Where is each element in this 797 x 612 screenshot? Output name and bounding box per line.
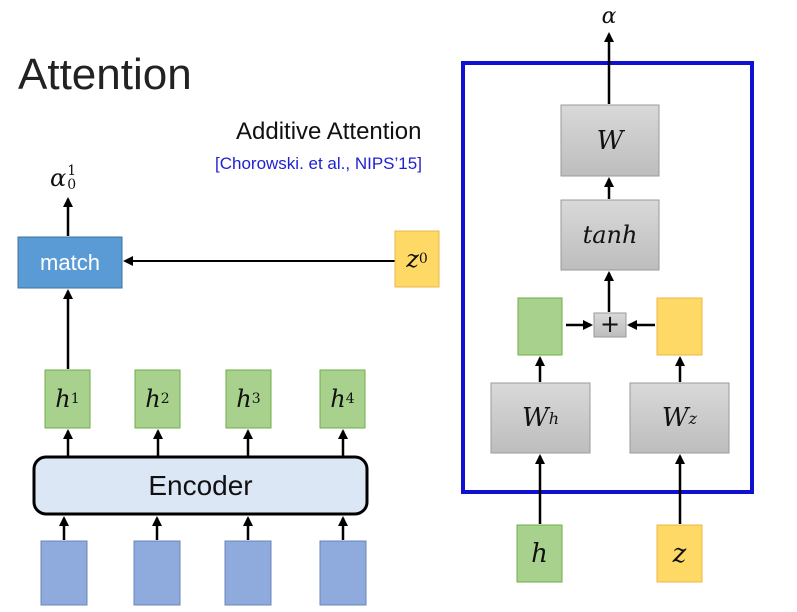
h-input-box	[516, 524, 563, 583]
plus-box	[593, 312, 627, 338]
citation: [Chorowski. et al., NIPS’15]	[215, 154, 422, 173]
w-box	[560, 104, 660, 177]
slide-title: Attention	[18, 50, 192, 99]
wh-box	[490, 382, 591, 454]
match-box	[17, 236, 123, 289]
wz-output-box	[656, 297, 703, 356]
hidden-state-box-4	[319, 369, 366, 429]
z-input-box	[656, 524, 703, 583]
hidden-state-box-1	[44, 369, 91, 429]
query-z0-box	[394, 230, 440, 288]
wz-box	[629, 382, 730, 454]
input-box-3	[224, 540, 272, 606]
hidden-state-box-2	[134, 369, 181, 429]
input-box-2	[133, 540, 181, 606]
wh-output-box	[517, 297, 563, 356]
input-box-1	[40, 540, 88, 606]
diagram-subtitle: Additive Attention	[236, 118, 422, 145]
hidden-state-box-3	[225, 369, 272, 429]
tanh-box	[560, 199, 660, 271]
input-box-4	[319, 540, 367, 606]
encoder-box	[32, 455, 369, 516]
additive-attention-frame	[461, 61, 754, 494]
